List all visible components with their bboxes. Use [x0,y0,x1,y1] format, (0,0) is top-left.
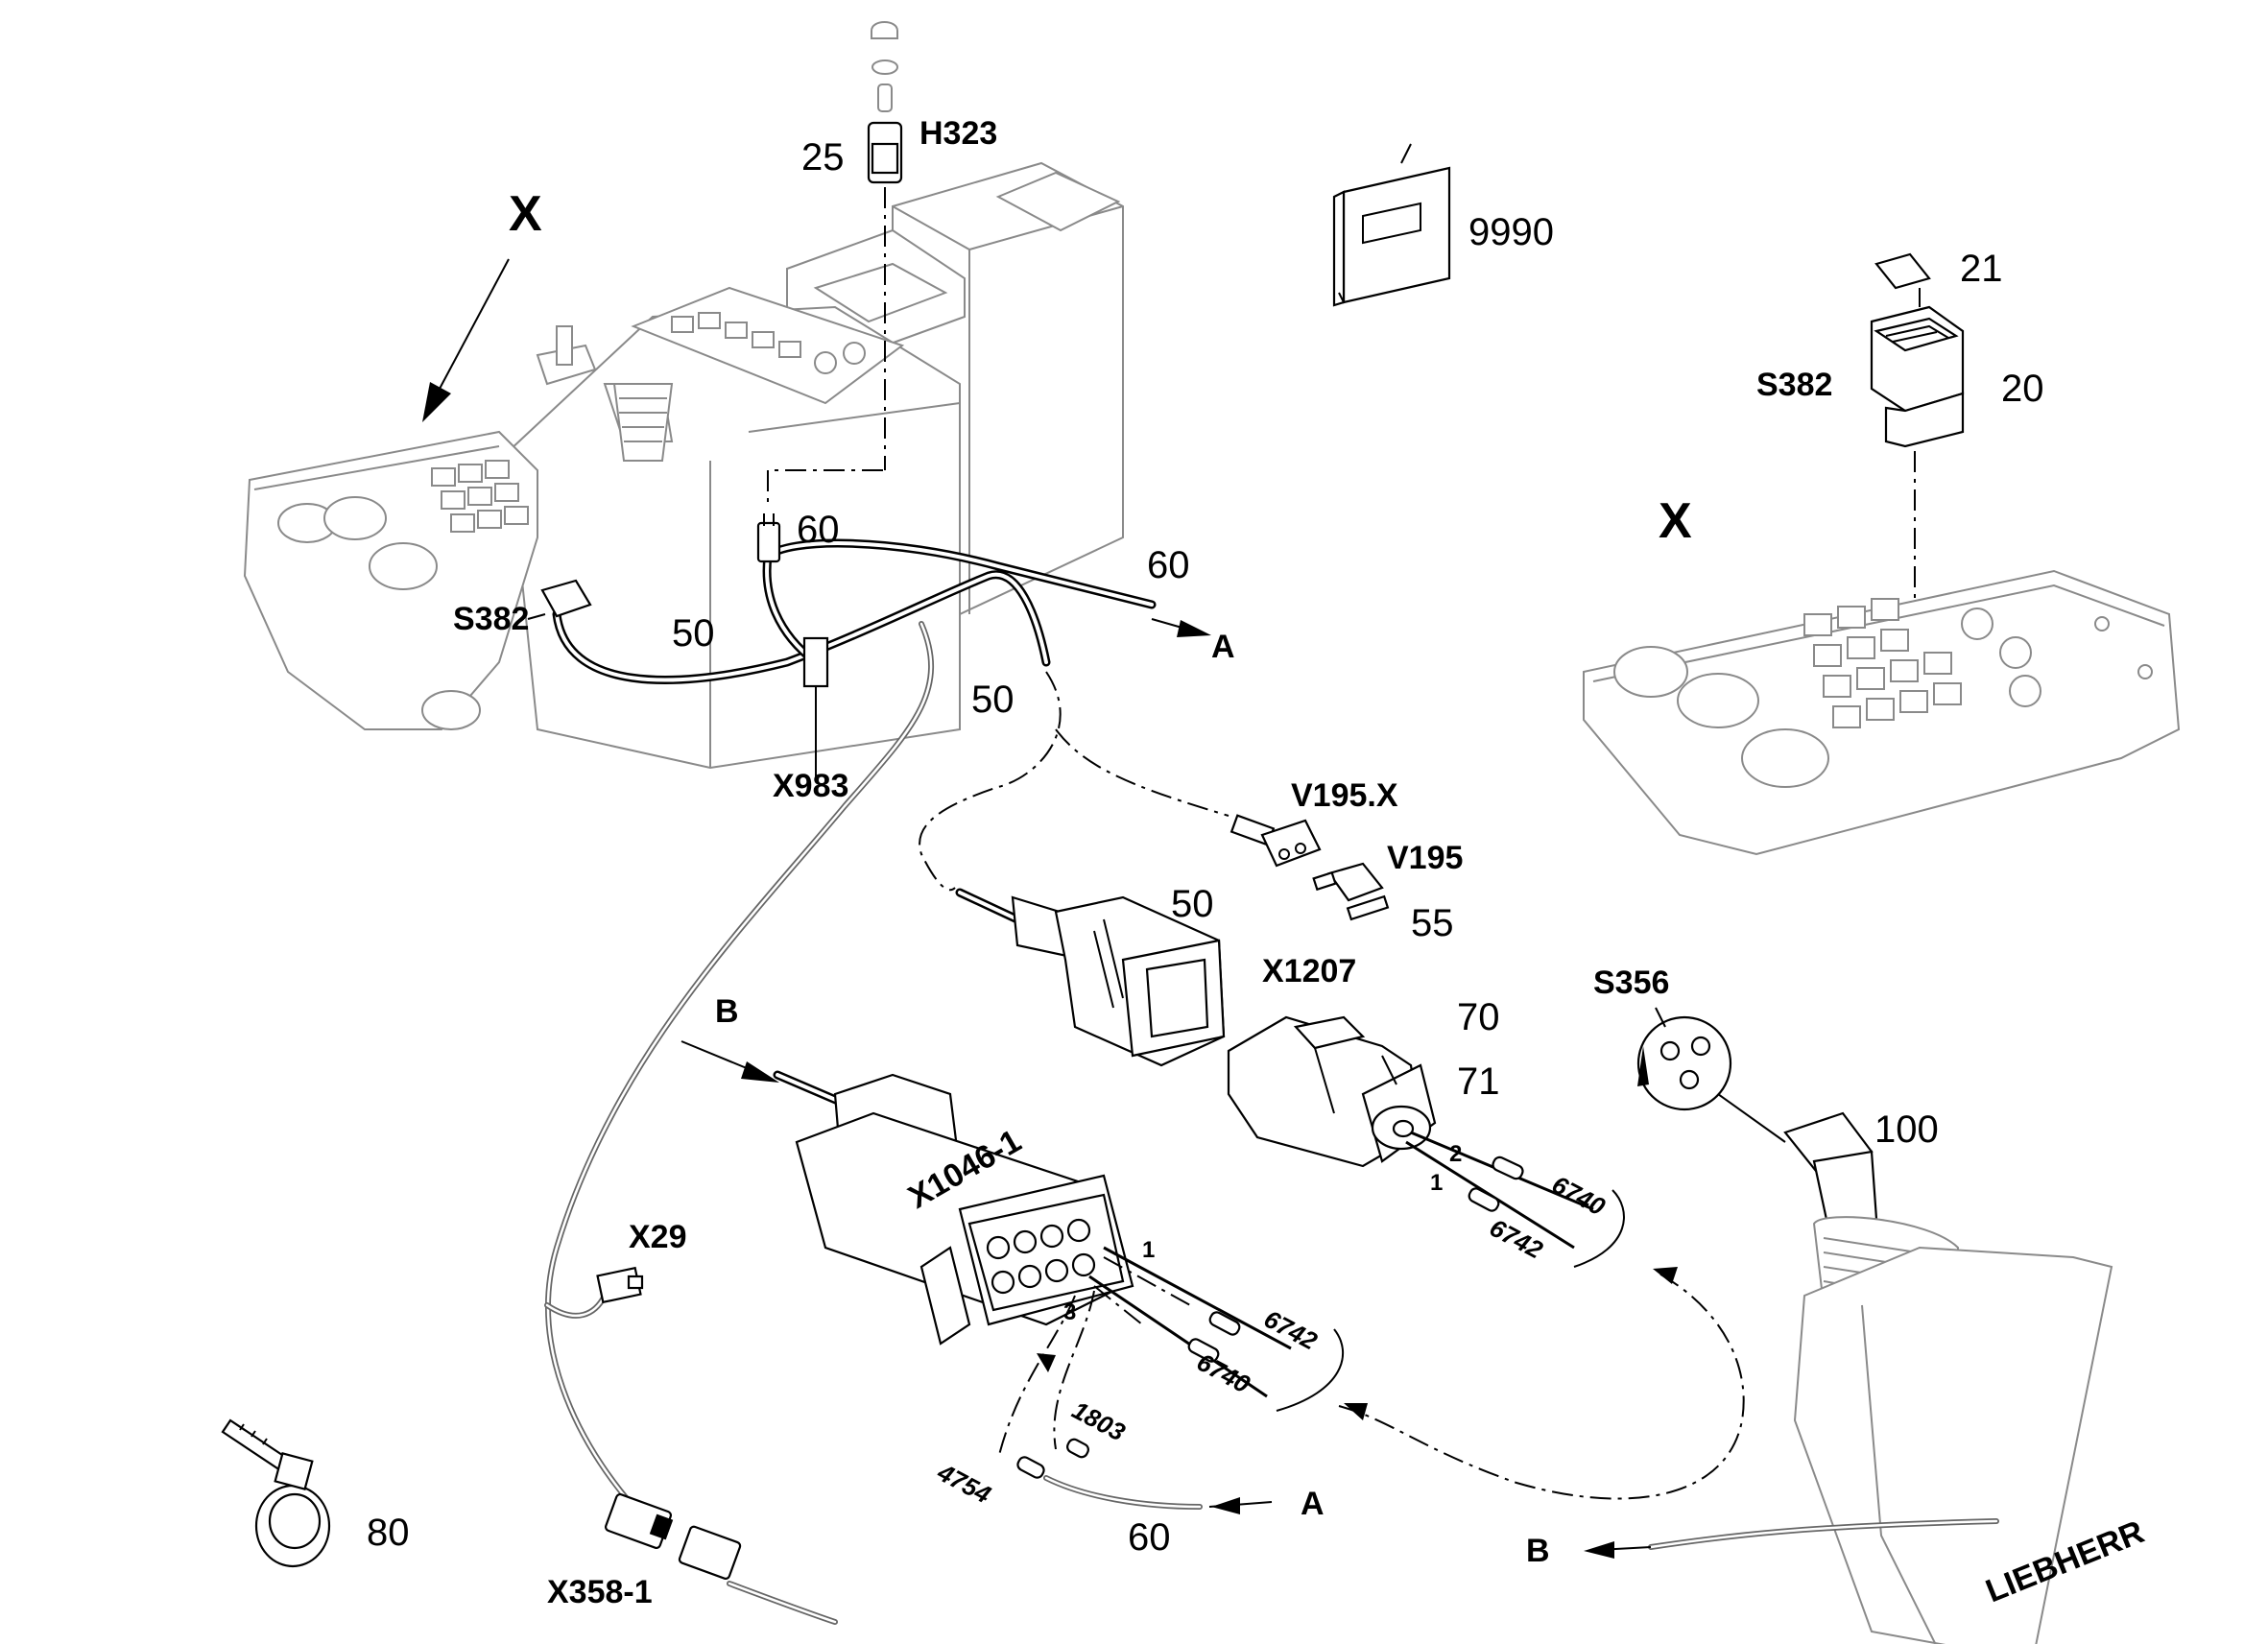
label-h323: H323 [919,115,997,152]
label-s356: S356 [1593,965,1669,1001]
label-25: 25 [801,136,845,179]
label-wire-4754: 4754 [932,1457,996,1509]
label-55: 55 [1411,902,1454,944]
arrow-b-bottom [1584,1518,1999,1559]
route-v195x-dashed [1055,728,1229,817]
connector-pin-cavities [986,1218,1096,1295]
label-wire-6740-left: 6740 [1192,1347,1255,1399]
crosslink-arrowheads [1344,1267,1678,1420]
arrow-a-bottom [1208,1497,1273,1514]
label-b-bottom: B [1526,1533,1550,1569]
arrow-b-left [680,1040,779,1083]
label-60-top: 60 [797,509,840,551]
label-a-top: A [1211,629,1235,665]
label-wire-6742-right: 6742 [1485,1213,1548,1265]
h323-indicator-lamp [767,21,903,509]
rocker-switch-s382 [1870,288,1965,720]
label-20: 20 [2001,368,2044,410]
harness-x29-x358 [544,621,934,1625]
label-pin-1-left: 1 [1142,1237,1155,1263]
label-s382-detail: S382 [1756,367,1832,403]
label-70: 70 [1457,996,1500,1038]
joystick-100: LIEBHERR [1783,1111,2149,1644]
arrow-a-top [1151,618,1211,637]
label-pin-2: 2 [1449,1141,1462,1167]
label-x-detail: X [1659,493,1692,549]
wires-x1207 [1405,1131,1625,1268]
label-100: 100 [1874,1108,1939,1151]
view-arrow-x [422,258,510,422]
plug-connector-50 [955,888,1226,1067]
front-panel-buttons [431,460,529,533]
label-60-right: 60 [1147,544,1190,586]
plug-60-top [756,513,781,563]
label-x-main: X [509,186,542,242]
label-pin-1-right: 1 [1430,1170,1443,1196]
label-v195: V195 [1387,840,1463,876]
label-50-conn: 50 [1171,883,1214,925]
label-b-left: B [715,993,739,1030]
socket-x1207 [1227,1015,1437,1168]
label-s382-main: S382 [453,601,529,637]
connector-x1046-1 [773,1070,1134,1346]
switch-cap-21 [1874,252,1931,290]
label-x358-1: X358-1 [547,1574,653,1610]
label-x29: X29 [629,1219,687,1255]
label-21: 21 [1960,248,2003,290]
label-x983: X983 [773,768,848,804]
route-50-dashed [919,671,1062,892]
wires-1803-4754 [997,1290,1203,1510]
detail-panel-x [1583,569,2181,856]
label-71: 71 [1457,1060,1500,1103]
diode-v195 [1312,862,1390,921]
label-60-bottom: 60 [1128,1516,1171,1559]
connector-x358-1 [604,1492,742,1581]
panel-switches [671,312,866,374]
label-x1207: X1207 [1262,953,1356,989]
switch-s382-on-console [527,579,592,620]
connector-x29 [596,1266,644,1304]
push-button-s356 [1636,1007,1786,1143]
label-50-mid: 50 [971,679,1015,721]
label-pin-3: 3 [1063,1299,1076,1325]
route-crosslink-dashed [1338,1271,1745,1500]
label-9990: 9990 [1468,211,1554,253]
wires-x1046-1 [1088,1246,1345,1412]
label-a-bottom: A [1301,1486,1325,1522]
label-v195x: V195.X [1291,777,1398,814]
connector-v195x [1229,814,1322,868]
label-80: 80 [367,1512,410,1554]
label-wire-6740-right: 6740 [1547,1170,1611,1222]
label-50-left: 50 [672,612,715,655]
cable-tie-icon [221,1418,331,1568]
manual-book-icon [1332,143,1451,307]
connector-x983 [802,636,829,777]
